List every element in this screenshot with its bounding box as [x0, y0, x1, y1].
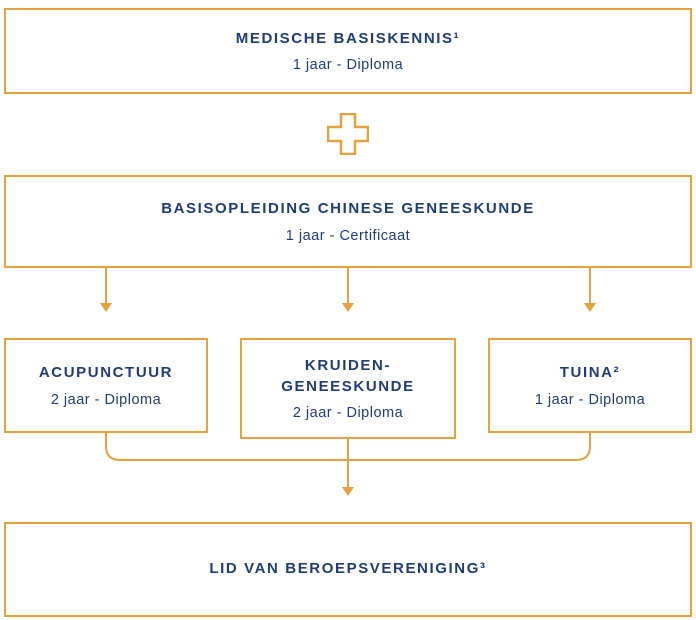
tuina-subtitle: 1 jaar - Diploma: [534, 391, 646, 408]
box-lid-beroepsvereniging: LID VAN BEROEPSVERENIGING³: [4, 522, 692, 617]
kruidengeneeskunde-title: KRUIDEN- GENEESKUNDE: [281, 357, 415, 395]
plus-icon: [327, 113, 369, 155]
branch-arrows: [100, 267, 596, 312]
box-tuina: TUINA² 1 jaar - Diploma: [488, 338, 692, 433]
box-acupunctuur: ACUPUNCTUUR 2 jaar - Diploma: [4, 338, 208, 433]
box-kruidengeneeskunde: KRUIDEN- GENEESKUNDE 2 jaar - Diploma: [240, 338, 456, 439]
medische-basiskennis-title: MEDISCHE BASISKENNIS¹: [235, 29, 461, 47]
merge-arrowhead: [342, 487, 354, 496]
arrowhead-left: [100, 303, 112, 312]
box-medische-basiskennis: MEDISCHE BASISKENNIS¹ 1 jaar - Diploma: [4, 8, 692, 94]
kruidengeneeskunde-subtitle: 2 jaar - Diploma: [292, 404, 404, 421]
acupunctuur-subtitle: 2 jaar - Diploma: [50, 391, 162, 408]
acupunctuur-title: ACUPUNCTUUR: [38, 364, 174, 382]
medische-basiskennis-subtitle: 1 jaar - Diploma: [292, 57, 404, 74]
lid-beroepsvereniging-title: LID VAN BEROEPSVERENIGING³: [209, 560, 487, 578]
arrowhead-right: [584, 303, 596, 312]
basisopleiding-title: BASISOPLEIDING CHINESE GENEESKUNDE: [161, 200, 535, 218]
box-basisopleiding: BASISOPLEIDING CHINESE GENEESKUNDE 1 jaa…: [4, 175, 692, 268]
arrowhead-center: [342, 303, 354, 312]
merge-connector: [105, 432, 591, 496]
basisopleiding-subtitle: 1 jaar - Certificaat: [285, 227, 411, 244]
tuina-title: TUINA²: [559, 364, 621, 382]
